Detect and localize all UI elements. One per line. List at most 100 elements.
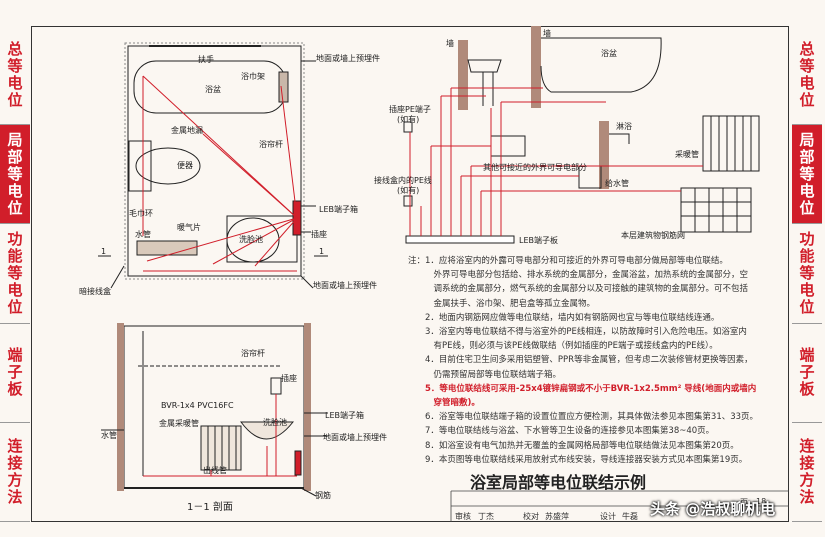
note-line: 9．本页图等电位联结线采用放射式布线安装，导线连接器安装方式见本图集第19页。: [408, 454, 748, 465]
checker-name: 苏盛萍: [545, 512, 569, 521]
reviewer-label: 审核: [455, 512, 471, 521]
schematic-label-wall-mid: 墙: [543, 28, 551, 38]
side-tabs-right: 总等电位 局部等电位 功能等电位 端子板 连接方法: [792, 26, 822, 523]
label-metal-floor-drain: 金属地漏: [171, 125, 203, 135]
label-floor-rebar-bottom: 地面或墙上预埋件: [313, 280, 377, 290]
label-wash-basin: 洗脸池: [239, 234, 263, 244]
section-label-cable: BVR-1x4 PVC16FC: [161, 401, 234, 410]
note-line: 6．浴室等电位联结端子箱的设置位置应方便检测，其具体做法参见本图集第31、33页…: [408, 412, 759, 423]
towel-rack-shape: [278, 71, 289, 103]
checker-label: 校对: [523, 512, 539, 521]
note-line: 外界可导电部分包括给、排水系统的金属部分，金属浴盆，加热系统的金属部分，空: [408, 270, 749, 281]
label-socket: 插座: [311, 229, 327, 239]
label-shower-rail: 浴帘杆: [259, 139, 283, 149]
note-line: 仍需预留局部等电位联结端子箱。: [408, 369, 562, 380]
schematic-label-other-metal: 其他可接近的外界可导电部分: [483, 162, 587, 172]
section-label-wash-basin: 洗脸池: [263, 417, 287, 427]
side-tabs-left: 总等电位 局部等电位 功能等电位 端子板 连接方法: [0, 26, 30, 523]
section-labels: 浴帘杆 插座 金属采暖管 洗脸池 BVR-1x4 PVC16FC 水管 出线管 …: [101, 348, 387, 513]
label-towel-rack: 浴巾架: [241, 71, 265, 81]
drawing-canvas: 扶手 浴巾架 浴盆 金属地漏 便器 浴帘杆 LEB端子箱 毛巾环 水管 暖气片 …: [79, 26, 789, 522]
section-label-shower-rail: 浴帘杆: [241, 348, 265, 358]
schematic-shower-shape: [609, 133, 630, 144]
label-heater: 暖气片: [177, 222, 201, 232]
side-tab-terminal[interactable]: 端子板: [0, 324, 30, 423]
schematic-bond-lines: [409, 87, 703, 236]
section-label-drain-pipe: 出线管: [203, 465, 227, 475]
note-line: 穿管暗敷)。: [408, 398, 480, 408]
label-water-pipe: 水管: [135, 229, 151, 239]
designer-name: 牛磊: [622, 512, 638, 521]
title-block-lines: [450, 490, 789, 522]
section-label-socket: 插座: [281, 373, 297, 383]
schematic-label-building-mesh: 本层建筑物钢筋网: [621, 230, 685, 240]
section-caption: 1－1 剖面: [187, 500, 233, 513]
side-tab-terminal[interactable]: 端子板: [792, 324, 822, 423]
label-bathtub: 浴盆: [205, 84, 221, 94]
section-heater-shape: [200, 425, 242, 471]
drawing-title: 浴室局部等电位联结示例: [470, 473, 647, 492]
note-line: 有PE线，则必须与该PE线做联结（例如插座的PE端子或接线盒内的PE线）。: [408, 341, 718, 352]
schematic-bathtub-shape: [540, 37, 662, 93]
section-label-heater: 金属采暖管: [159, 418, 199, 428]
side-tab-connection[interactable]: 连接方法: [792, 423, 822, 523]
section-basin-shape: [240, 421, 295, 440]
schematic-label-pe-terminal: 插座PE端子: [389, 104, 431, 114]
schematic-label-junction-pe: 接线盒内的PE线: [374, 175, 432, 185]
schematic-label-wall-left: 墙: [446, 38, 454, 48]
plan-view: [98, 42, 328, 289]
section-bond-lines: [143, 394, 297, 477]
schematic-pe-socket-shape: [403, 121, 413, 133]
section-leb-box-shape: [294, 450, 302, 476]
plan-bond-lines: [142, 75, 298, 272]
side-tab-functional[interactable]: 功能等电位: [0, 224, 30, 324]
page-number: 18: [756, 497, 767, 506]
label-section-mark-right: 1: [319, 247, 324, 256]
schematic-labels: 墙 墙 浴盆 淋浴 插座PE端子 (如有) 其他可接近的外界可导电部分 接线盒内…: [374, 28, 699, 245]
note-line: 8．如浴室设有电气加热并无覆盖的金属网格局部等电位联结做法见本图集第20页。: [408, 440, 739, 451]
schematic-leb-board-shape: [405, 235, 515, 244]
note-line: 注：1．应将浴室内的外露可导电部分和可接近的外界可导电部分做局部等电位联结。: [408, 256, 728, 266]
label-hidden-junction-box: 暗接线盒: [79, 286, 111, 296]
note-line: 7．等电位联结线与浴盆、下水管等卫生设备的连接参见本图集第38~40页。: [408, 426, 715, 437]
side-tab-total[interactable]: 总等电位: [792, 26, 822, 126]
schematic-label-junction-pe-note: (如有): [397, 185, 419, 195]
toilet-shape: [135, 147, 201, 185]
schematic-mesh-shape: [680, 187, 752, 233]
section-label-floor-rebar: 地面或墙上预埋件: [323, 432, 387, 442]
section-label-water-pipe: 水管: [101, 430, 117, 440]
plan-labels: 扶手 浴巾架 浴盆 金属地漏 便器 浴帘杆 LEB端子箱 毛巾环 水管 暖气片 …: [79, 53, 380, 296]
section-label-leb-box: LEB端子箱: [325, 410, 364, 420]
schematic-other-metal-box: [490, 135, 526, 157]
section-socket-shape: [270, 377, 282, 395]
designer-label: 设计: [600, 512, 616, 521]
schematic-label-heating-pipe: 采暖管: [675, 149, 699, 159]
note-line: 2．地面内钢筋网应做等电位联结，墙内如有钢筋网也宜与等电位联结线连通。: [408, 312, 720, 323]
side-tab-local[interactable]: 局部等电位: [0, 125, 30, 225]
schematic-label-water-supply: 给水管: [605, 178, 629, 188]
side-tab-functional[interactable]: 功能等电位: [792, 224, 822, 324]
side-tab-connection[interactable]: 连接方法: [0, 423, 30, 523]
drawing-frame: [31, 26, 789, 522]
note-line: 5．等电位联结线可采用-25x4镀锌扁钢或不小于BVR-1x2.5mm² 导线(…: [408, 383, 757, 394]
side-tab-total[interactable]: 总等电位: [0, 26, 30, 126]
schematic-sink-shape: [467, 59, 502, 73]
label-floor-rebar-top: 地面或墙上预埋件: [316, 53, 380, 63]
schematic-label-leb-board: LEB端子板: [519, 235, 558, 245]
schematic-junction-shape: [403, 195, 413, 207]
schematic-heater-shape: [702, 115, 760, 172]
schematic-label-shower: 淋浴: [616, 121, 632, 131]
note-line: 3．浴室内等电位联结不得与浴室外的PE线相连，以防故障时引入危险电压。如浴室内: [408, 327, 747, 337]
section-view: [101, 323, 328, 497]
schematic-label-bathtub: 浴盆: [601, 48, 617, 58]
section-label-rebar-mesh: 钢筋: [315, 490, 331, 500]
schematic-view: [403, 26, 760, 244]
note-line: 4．目前住宅卫生间多采用铝塑管、PPR等非金属管，但考虑二次装修管材更换等因素，: [408, 355, 753, 366]
reviewer-name: 丁杰: [478, 512, 494, 521]
side-tab-local[interactable]: 局部等电位: [792, 125, 822, 225]
label-section-mark-left: 1: [101, 247, 106, 256]
label-handrail: 扶手: [198, 54, 214, 64]
label-toilet: 便器: [177, 160, 193, 170]
note-line: 金属扶手、浴巾架、肥皂盒等孤立金属物。: [408, 298, 596, 309]
